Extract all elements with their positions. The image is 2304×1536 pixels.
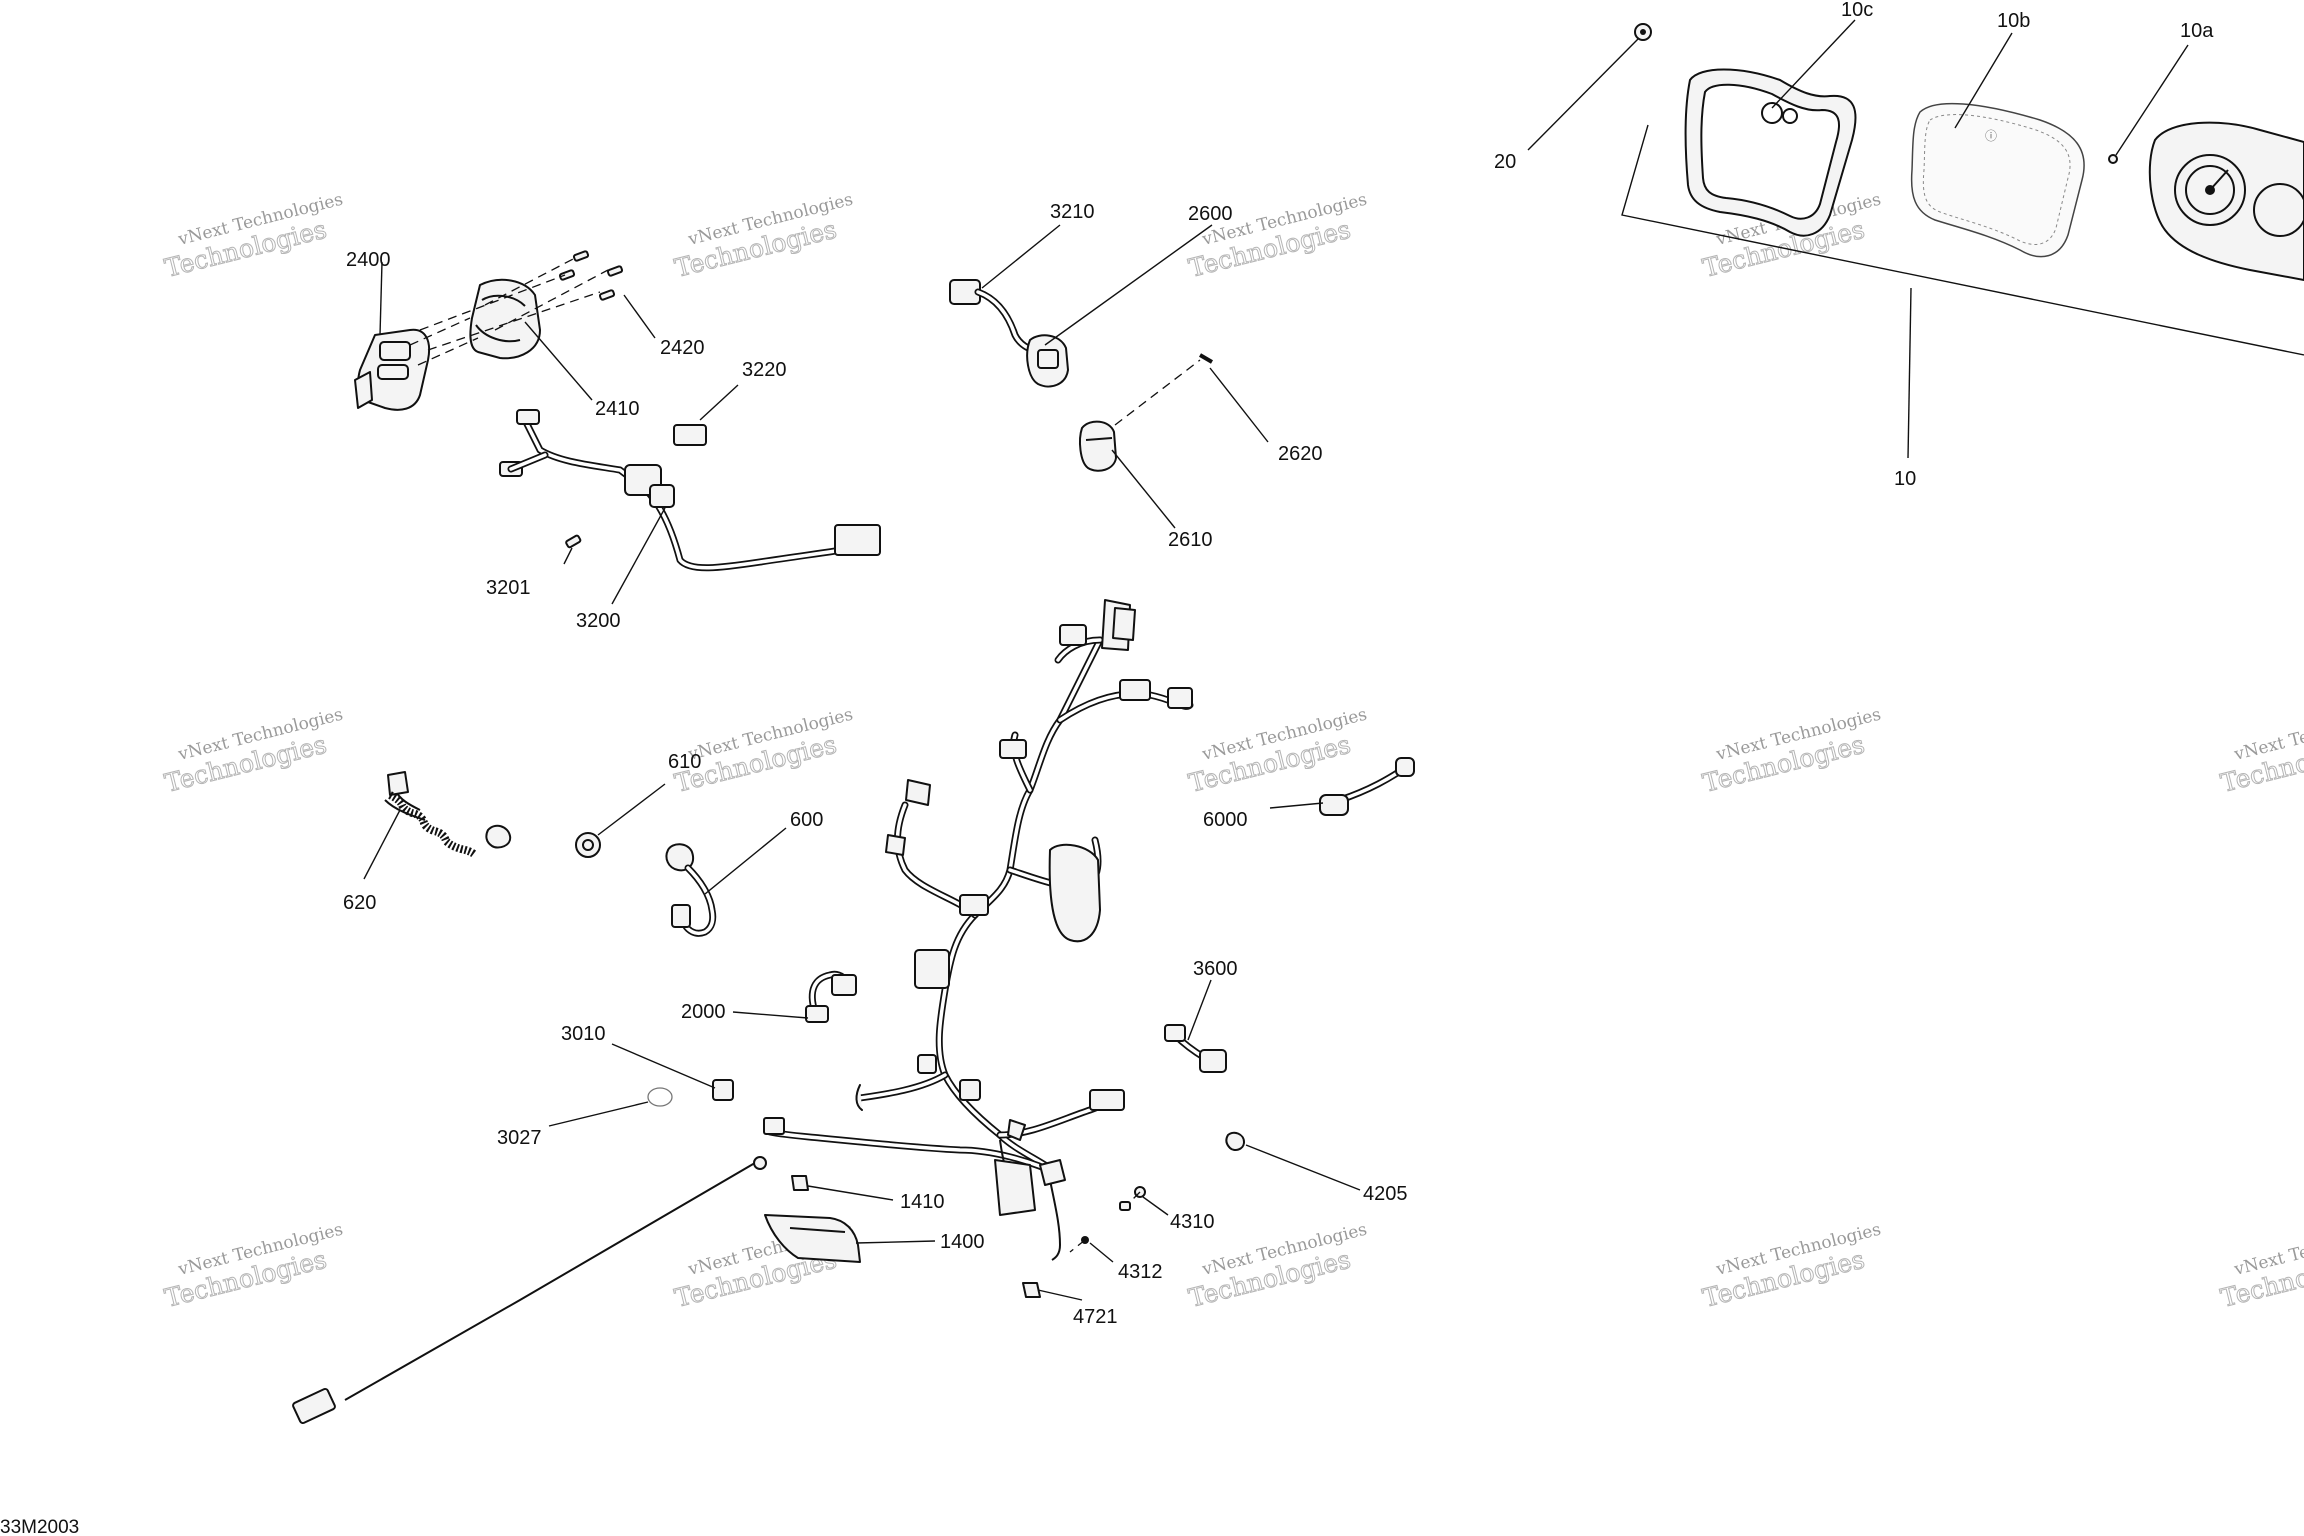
watermark: vNext Technologies Technologies (1699, 705, 1883, 799)
callout-3010: 3010 (561, 1023, 606, 1045)
part-connector-3010 (712, 1079, 734, 1101)
callout-2610: 2610 (1168, 529, 1213, 551)
assembly-dashes-2400 (409, 257, 609, 366)
callout-3200: 3200 (576, 610, 621, 632)
part-sensor-600 (665, 843, 717, 937)
part-screws-2420 (558, 250, 624, 301)
part-nut-4721 (1022, 1282, 1041, 1298)
part-grommet-2610 (1079, 420, 1117, 472)
part-connector-3210 (949, 279, 1044, 356)
part-nut-20 (1634, 23, 1652, 41)
watermark: vNext Technologies Technologies (1185, 1220, 1369, 1314)
part-lens-10b: ⓘ (1910, 102, 2085, 258)
diagram-code: 33M2003 (0, 1517, 79, 1536)
part-screw-4310 (1119, 1186, 1146, 1211)
watermark: vNext Technologies Technologies (2217, 705, 2304, 799)
part-screw-10a (2108, 154, 2118, 164)
callout-2000: 2000 (681, 1001, 726, 1023)
callout-620: 620 (343, 892, 376, 914)
watermark: vNext Technologies Technologies (161, 705, 345, 799)
watermark: vNext Technologies Technologies (161, 190, 345, 284)
part-ring-3027 (647, 1087, 673, 1107)
callout-4205: 4205 (1363, 1183, 1408, 1205)
part-connector-2000 (805, 970, 857, 1023)
callout-2600: 2600 (1188, 203, 1233, 225)
part-main-harness (766, 599, 1194, 1261)
part-sensor-6000 (1319, 757, 1415, 816)
part-nut-1410 (791, 1175, 809, 1191)
callout-labels: 10c 10b 10a 20 10 2400 2420 2410 3210 26… (343, 0, 2214, 1328)
watermark: vNext Technologies Technologies (671, 190, 855, 284)
part-harness-3200 (499, 409, 881, 572)
callout-20: 20 (1494, 151, 1516, 173)
part-sensor-2600 (1026, 334, 1069, 388)
watermark: vNext Technologies Technologies (1185, 705, 1369, 799)
callout-4310: 4310 (1170, 1211, 1215, 1233)
part-clip-4205 (1225, 1131, 1245, 1151)
part-cluster-10a (2148, 121, 2304, 281)
callout-1400: 1400 (940, 1231, 985, 1253)
callout-2620: 2620 (1278, 443, 1323, 465)
part-housing-2410 (469, 278, 541, 360)
callout-3210: 3210 (1050, 201, 1095, 223)
callout-1410: 1410 (900, 1191, 945, 1213)
part-pin-2620 (1114, 353, 1214, 426)
part-cable-620 (384, 771, 512, 858)
callout-2410: 2410 (595, 398, 640, 420)
watermark: vNext Technologies Technologies (161, 1220, 345, 1314)
callout-610: 610 (668, 751, 701, 773)
part-grommet-610 (575, 832, 601, 858)
leader-lines (363, 19, 2304, 1301)
watermark: vNext Technologies Technologies (1699, 1220, 1883, 1314)
callout-10c: 10c (1841, 0, 1873, 21)
callout-3220: 3220 (742, 359, 787, 381)
callout-4312: 4312 (1118, 1261, 1163, 1283)
callout-10: 10 (1894, 468, 1916, 490)
callout-2420: 2420 (660, 337, 705, 359)
part-switch-2400 (354, 328, 430, 411)
callout-10b: 10b (1997, 10, 2030, 32)
part-screw-3201 (565, 534, 582, 549)
part-bracket-1400 (764, 1214, 861, 1263)
callout-3600: 3600 (1193, 958, 1238, 980)
part-bezel-10c (1684, 68, 1857, 237)
part-cable-3600 (1164, 1024, 1227, 1073)
callout-4721: 4721 (1073, 1306, 1118, 1328)
callout-2400: 2400 (346, 249, 391, 271)
svg-text:ⓘ: ⓘ (1985, 129, 1997, 143)
callout-10a: 10a (2180, 20, 2214, 42)
callout-3201: 3201 (486, 577, 531, 599)
callout-6000: 6000 (1203, 809, 1248, 831)
part-connector-3220 (673, 424, 707, 446)
watermark: vNext Technologies Technologies (2217, 1220, 2304, 1314)
callout-600: 600 (790, 809, 823, 831)
callout-3027: 3027 (497, 1127, 542, 1149)
part-ground-cable (292, 1117, 785, 1425)
part-washer-4312 (1069, 1236, 1089, 1253)
